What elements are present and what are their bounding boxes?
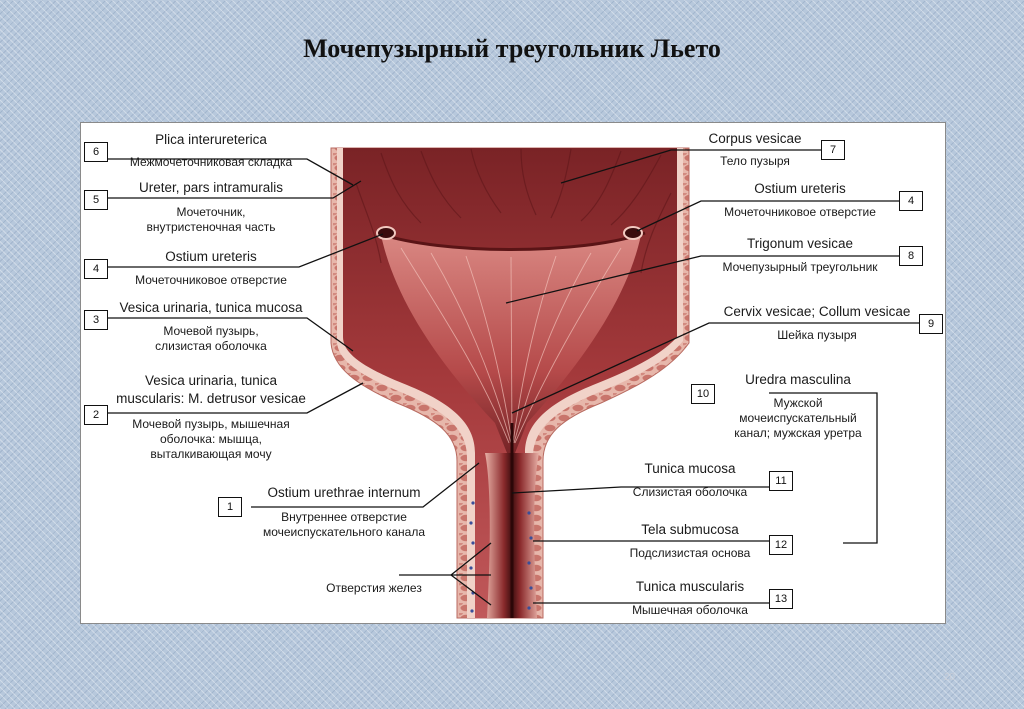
label-box-5: 5	[84, 190, 108, 210]
label-submucosa-russian: Подслизистая основа	[629, 546, 751, 560]
label-box-8: 8	[899, 246, 923, 266]
label-mucosa-russian-2: слизистая оболочка	[155, 339, 267, 353]
label-corpus-russian: Тело пузыря	[720, 154, 790, 168]
label-urethra-latin: Uredra masculina	[745, 372, 851, 387]
label-ostium-urethrae-latin: Ostium urethrae internum	[267, 485, 421, 500]
label-box-13: 13	[769, 589, 793, 609]
label-plica-latin: Plica interureterica	[155, 132, 267, 147]
label-box-6: 6	[84, 142, 108, 162]
label-ostium-right-latin: Ostium ureteris	[754, 181, 846, 196]
label-box-9: 9	[919, 314, 943, 334]
label-box-4-right: 4	[899, 191, 923, 211]
leader-lines	[108, 149, 919, 606]
label-corpus-latin: Corpus vesicae	[708, 131, 802, 146]
label-ureter-russian-1: Мочеточник,	[176, 205, 246, 219]
label-muscularis-russian-2: оболочка: мышца,	[160, 432, 262, 446]
label-mucosa-latin: Vesica urinaria, tunica mucosa	[119, 300, 303, 315]
label-gland-openings: Отверстия желез	[326, 581, 422, 595]
label-urethra-russian-2: мочеиспускательный	[739, 411, 857, 425]
label-plica-russian: Межмочеточниковая складка	[129, 155, 293, 169]
label-mucosa-russian-1: Мочевой пузырь,	[163, 324, 259, 338]
label-box-11: 11	[769, 471, 793, 491]
label-cervix-latin: Cervix vesicae; Collum vesicae	[723, 304, 911, 319]
label-tunica-mucosa-russian: Слизистая оболочка	[632, 485, 748, 499]
ureter-orifice-right	[623, 226, 643, 240]
label-box-1: 1	[218, 497, 242, 517]
label-ostium-left-russian: Мочеточниковое отверстие	[135, 273, 287, 287]
label-submucosa-latin: Tela submucosa	[641, 522, 739, 537]
label-trigonum-russian: Мочепузырный треугольник	[722, 260, 878, 274]
label-box-10: 10	[691, 384, 715, 404]
label-box-3: 3	[84, 310, 108, 330]
label-urethra-russian-3: канал; мужская уретра	[734, 426, 862, 440]
ureter-orifice-left	[376, 226, 396, 240]
label-trigonum-latin: Trigonum vesicae	[746, 236, 854, 251]
label-box-2: 2	[84, 405, 108, 425]
label-ostium-left-latin: Ostium ureteris	[165, 249, 257, 264]
label-box-12: 12	[769, 535, 793, 555]
label-ureter-latin: Ureter, pars intramuralis	[138, 180, 284, 195]
label-urethra-russian-1: Мужской	[773, 396, 823, 410]
label-box-7: 7	[821, 140, 845, 160]
bladder-illustration	[108, 147, 919, 619]
trigone	[381, 235, 641, 463]
label-muscularis-latin-1: Vesica urinaria, tunica	[144, 373, 278, 388]
label-ureter-russian-2: внутристеночная часть	[146, 220, 276, 234]
label-ostium-right-russian: Мочеточниковое отверстие	[724, 205, 876, 219]
label-box-4-left: 4	[84, 259, 108, 279]
mucosa-folds	[355, 148, 672, 274]
label-tunica-mucosa-latin: Tunica mucosa	[644, 461, 736, 476]
interureteric-fold	[376, 231, 646, 251]
label-cervix-russian: Шейка пузыря	[777, 328, 857, 342]
label-tunica-muscularis-russian: Мышечная оболочка	[632, 603, 748, 617]
label-muscularis-latin-2: muscularis: M. detrusor vesicae	[116, 391, 306, 406]
label-ostium-urethrae-russian-1: Внутреннее отверстие	[281, 510, 407, 524]
label-ostium-urethrae-russian-2: мочеиспускательного канала	[262, 525, 426, 539]
label-tunica-muscularis-latin: Tunica muscularis	[635, 579, 745, 594]
trigone-striations	[400, 247, 622, 444]
diagram-panel: 6 Plica interureterica Межмочеточниковая…	[80, 122, 946, 624]
page-number: 20	[944, 672, 956, 683]
label-muscularis-russian-3: выталкивающая мочу	[150, 447, 272, 461]
label-muscularis-russian-1: Мочевой пузырь, мышечная	[132, 417, 290, 431]
page-title: Мочепузырный треугольник Льето	[303, 34, 721, 63]
gland-dots	[469, 501, 533, 613]
